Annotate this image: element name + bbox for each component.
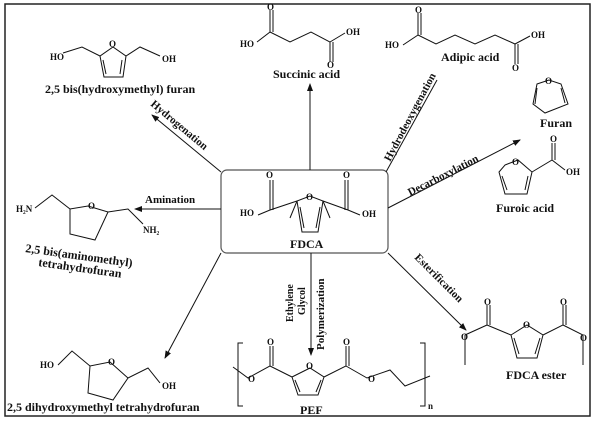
hydrodeoxygenation-label: Hydrodeoxygenation — [382, 71, 439, 163]
dhmthf-label: 2,5 dihydroxymethyl tetrahydrofuran — [7, 400, 200, 414]
svg-text:O: O — [545, 76, 552, 86]
polymerization-label: Polymerization — [315, 279, 327, 350]
svg-text:HO: HO — [385, 40, 399, 50]
bhmf-structure: HO O OH — [50, 39, 176, 78]
amination-label: Amination — [145, 194, 195, 206]
svg-text:O: O — [343, 337, 350, 347]
svg-text:HO: HO — [50, 52, 64, 62]
bamf-structure: H₂N O NH₂ — [16, 194, 160, 241]
fdca-ester-label: FDCA ester — [506, 368, 567, 382]
svg-text:O: O — [306, 361, 313, 371]
svg-text:O: O — [512, 157, 519, 167]
svg-text:OH: OH — [566, 167, 580, 177]
svg-text:HO: HO — [240, 39, 254, 49]
esterification-label: Esterification — [412, 252, 465, 305]
svg-text:O: O — [327, 60, 334, 70]
svg-text:O: O — [267, 337, 274, 347]
dhmthf-structure: HO O OH — [40, 350, 176, 401]
svg-text:O: O — [580, 333, 587, 343]
fdca-ester-structure: O O O O O — [461, 297, 587, 365]
svg-text:O: O — [343, 170, 350, 180]
svg-text:O: O — [108, 357, 115, 367]
furan-label: Furan — [540, 116, 572, 130]
svg-text:O: O — [248, 374, 255, 384]
fdca-center-box — [220, 169, 389, 254]
hydrodeoxygenation-arrow — [385, 79, 438, 173]
svg-text:O: O — [368, 374, 375, 384]
diagram-border — [4, 3, 591, 417]
pef-label: PEF — [300, 403, 323, 417]
bhmf-label: 2,5 bis(hydroxymethyl) furan — [45, 82, 195, 96]
decarboxylation-label: Decarboxylation — [406, 153, 481, 199]
svg-text:O: O — [306, 192, 313, 202]
svg-text:O: O — [415, 5, 422, 15]
svg-text:HO: HO — [240, 208, 254, 218]
svg-text:NH₂: NH₂ — [143, 225, 160, 235]
svg-text:O: O — [109, 39, 116, 49]
svg-text:OH: OH — [531, 30, 545, 40]
svg-text:O: O — [267, 2, 274, 12]
adipic-structure: HO O OH O — [385, 5, 545, 73]
esterification-arrow — [387, 252, 467, 331]
dhmthf-arrow — [164, 252, 222, 359]
succinic-structure: HO O OH O — [240, 2, 360, 70]
svg-text:OH: OH — [162, 54, 176, 64]
svg-text:O: O — [550, 134, 557, 144]
svg-text:OH: OH — [362, 209, 376, 219]
svg-text:O: O — [512, 63, 519, 73]
svg-text:H₂N: H₂N — [16, 204, 33, 214]
furoic-structure: O O OH — [498, 134, 580, 195]
fdca-label: FDCA — [290, 237, 324, 251]
decarboxylation-arrow — [387, 139, 521, 209]
svg-text:OH: OH — [346, 27, 360, 37]
svg-text:O: O — [484, 297, 491, 307]
furan-structure: O — [532, 76, 569, 114]
svg-text:O: O — [523, 320, 530, 330]
succinic-acid-label: Succinic acid — [273, 67, 340, 81]
svg-text:O: O — [560, 297, 567, 307]
furoic-acid-label: Furoic acid — [496, 201, 554, 215]
svg-text:OH: OH — [162, 381, 176, 391]
reagent-label-line1: Ethylene — [285, 284, 296, 322]
svg-text:O: O — [461, 332, 468, 342]
hydrogenation-label: Hydrogenation — [148, 98, 210, 153]
hydrogenation-arrow — [151, 114, 222, 173]
svg-text:O: O — [88, 201, 95, 211]
fdca-structure: O O O HO OH — [240, 170, 376, 233]
svg-text:O: O — [266, 170, 273, 180]
svg-text:HO: HO — [40, 360, 54, 370]
pef-structure: O O O O O n — [232, 337, 433, 411]
svg-text:n: n — [428, 401, 433, 411]
reagent-label-line2: Glycol — [297, 287, 308, 315]
adipic-acid-label: Adipic acid — [441, 50, 500, 64]
